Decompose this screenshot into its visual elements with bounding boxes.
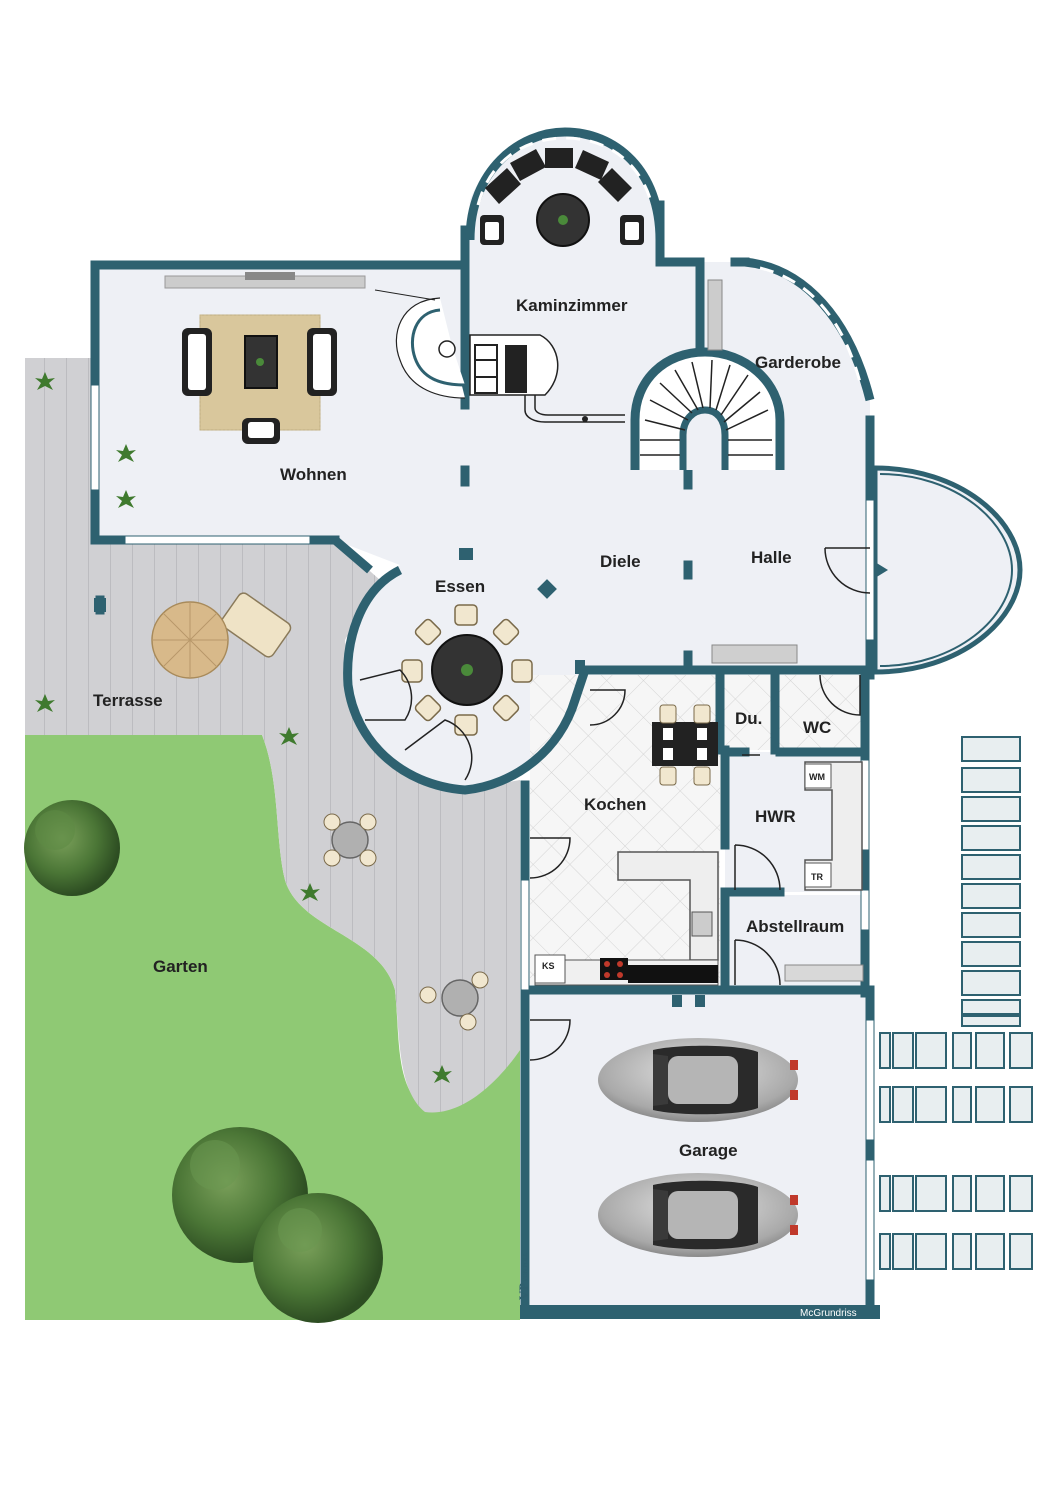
fireplace bbox=[469, 334, 625, 423]
credit-bar bbox=[520, 1305, 880, 1319]
room-labels: Kaminzimmer Garderobe Wohnen Essen Diele… bbox=[93, 296, 844, 1160]
label-wc: WC bbox=[803, 718, 831, 737]
label-ks: KS bbox=[542, 961, 555, 971]
round-bar bbox=[374, 289, 466, 399]
credit-label: McGrundriss bbox=[800, 1308, 857, 1319]
label-garten: Garten bbox=[153, 957, 208, 976]
posts bbox=[94, 548, 705, 1007]
label-tr: TR bbox=[811, 872, 823, 882]
halle-bay bbox=[872, 465, 1023, 675]
curved-walls bbox=[332, 127, 875, 795]
label-diele: Diele bbox=[600, 552, 641, 571]
du-floor bbox=[722, 675, 777, 750]
label-garderobe: Garderobe bbox=[755, 353, 841, 372]
label-abstellraum: Abstellraum bbox=[746, 917, 844, 936]
pavers-horizontal bbox=[879, 1032, 1033, 1270]
vonpoll-logo: VP VON POLL bbox=[516, 1252, 531, 1300]
house-floor bbox=[95, 130, 870, 790]
garden-lawn bbox=[25, 735, 520, 1320]
terrace-deck bbox=[25, 358, 520, 1113]
appliance-labels: WM TR KS bbox=[542, 772, 825, 971]
label-halle: Halle bbox=[751, 548, 792, 567]
label-terrasse: Terrasse bbox=[93, 691, 163, 710]
car-icons bbox=[598, 1038, 798, 1257]
tree-icons bbox=[24, 800, 383, 1323]
dining-set bbox=[401, 604, 533, 736]
label-wm: WM bbox=[809, 772, 825, 782]
kaminzimmer-furniture bbox=[480, 148, 644, 247]
label-hwr: HWR bbox=[755, 807, 796, 826]
terrace-furniture bbox=[151, 592, 489, 1031]
doors bbox=[529, 547, 871, 1061]
diele-sideboard bbox=[711, 644, 798, 664]
curved-windows bbox=[476, 136, 864, 391]
label-kochen: Kochen bbox=[584, 795, 646, 814]
windows bbox=[90, 384, 875, 1281]
label-garage: Garage bbox=[679, 1141, 738, 1160]
essen-doors bbox=[359, 669, 473, 781]
kitchen-furniture bbox=[534, 704, 719, 986]
abstellraum-shelf bbox=[784, 964, 864, 982]
hwr-furniture bbox=[804, 761, 863, 891]
label-du: Du. bbox=[735, 709, 762, 728]
spiral-staircase bbox=[630, 347, 785, 470]
plant-icons bbox=[35, 372, 452, 1083]
logo-mark: VP bbox=[516, 1283, 531, 1300]
label-wohnen: Wohnen bbox=[280, 465, 347, 484]
logo-sub: VON POLL bbox=[523, 1252, 529, 1282]
label-kaminzimmer: Kaminzimmer bbox=[516, 296, 628, 315]
entrance-arrow-icon bbox=[875, 562, 888, 578]
living-furniture bbox=[164, 272, 366, 444]
wc-floor bbox=[778, 675, 863, 750]
label-essen: Essen bbox=[435, 577, 485, 596]
wardrobe bbox=[707, 279, 723, 351]
pavers-vertical bbox=[961, 736, 1021, 1027]
